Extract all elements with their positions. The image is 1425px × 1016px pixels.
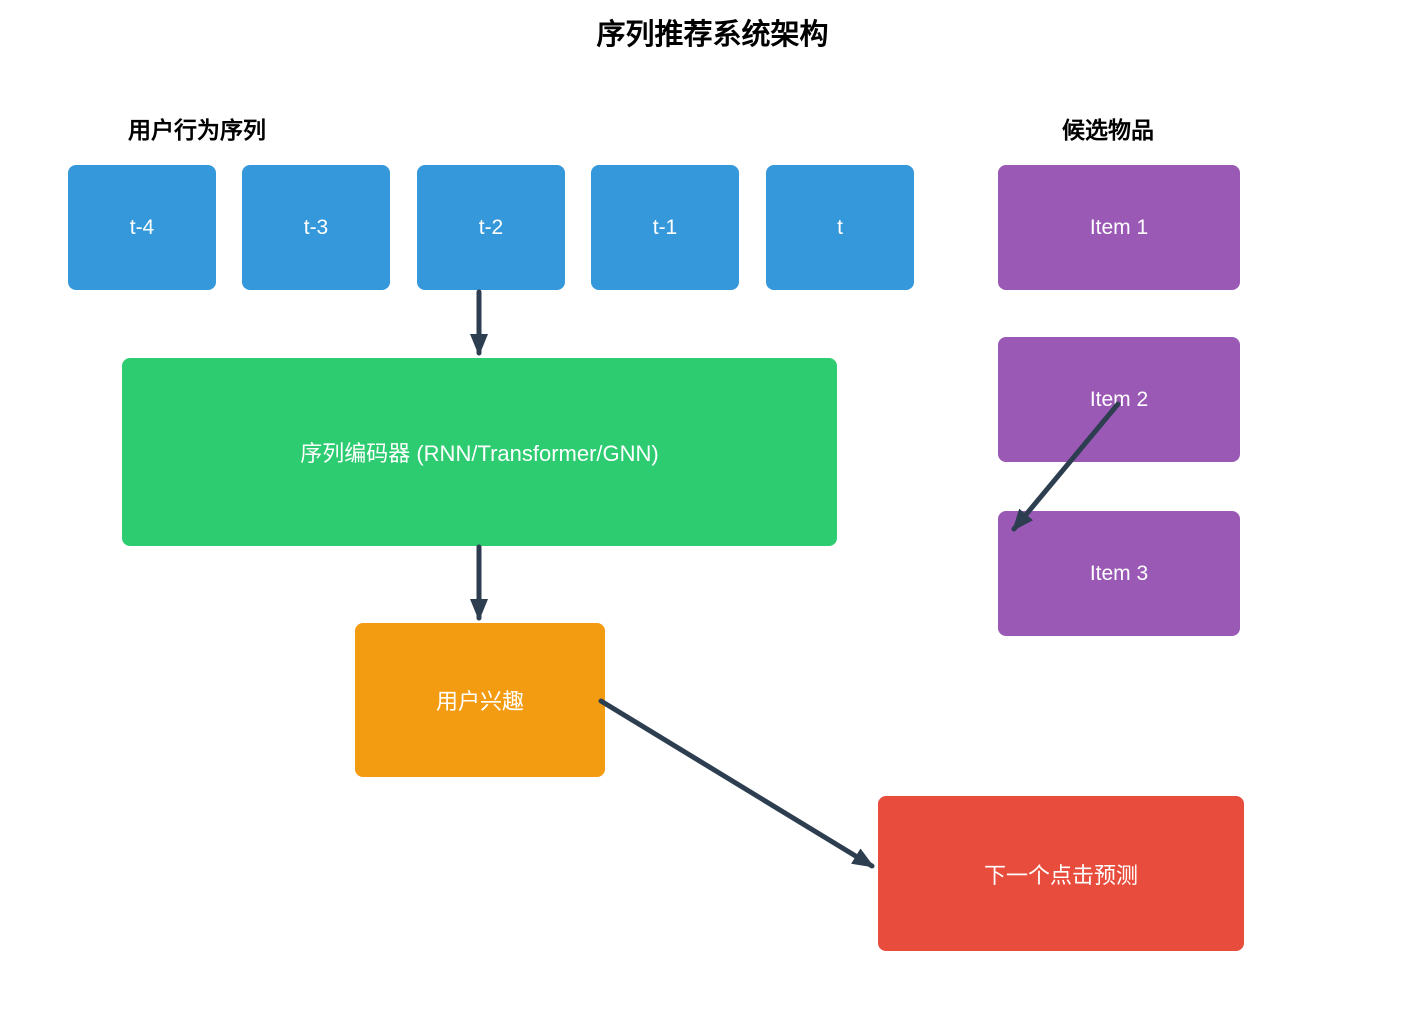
encoder-node: 序列编码器 (RNN/Transformer/GNN) [122,358,837,546]
sequence-step-t-4: t-4 [68,165,216,290]
candidate-item-1: Item 1 [998,165,1240,290]
candidate-item-2: Item 2 [998,337,1240,462]
sequence-step-t-1: t-1 [591,165,739,290]
sequence-step-t-2: t-2 [417,165,565,290]
candidate-item-3: Item 3 [998,511,1240,636]
prediction-node: 下一个点击预测 [878,796,1244,951]
user-interest-node: 用户兴趣 [355,623,605,777]
sequence-step-t-3: t-3 [242,165,390,290]
candidate-group-label: 候选物品 [1062,117,1154,143]
arrow-interest-to-prediction [598,698,875,869]
sequence-step-t: t [766,165,914,290]
sequence-group-label: 用户行为序列 [128,117,266,143]
diagram-title: 序列推荐系统架构 [596,19,829,51]
